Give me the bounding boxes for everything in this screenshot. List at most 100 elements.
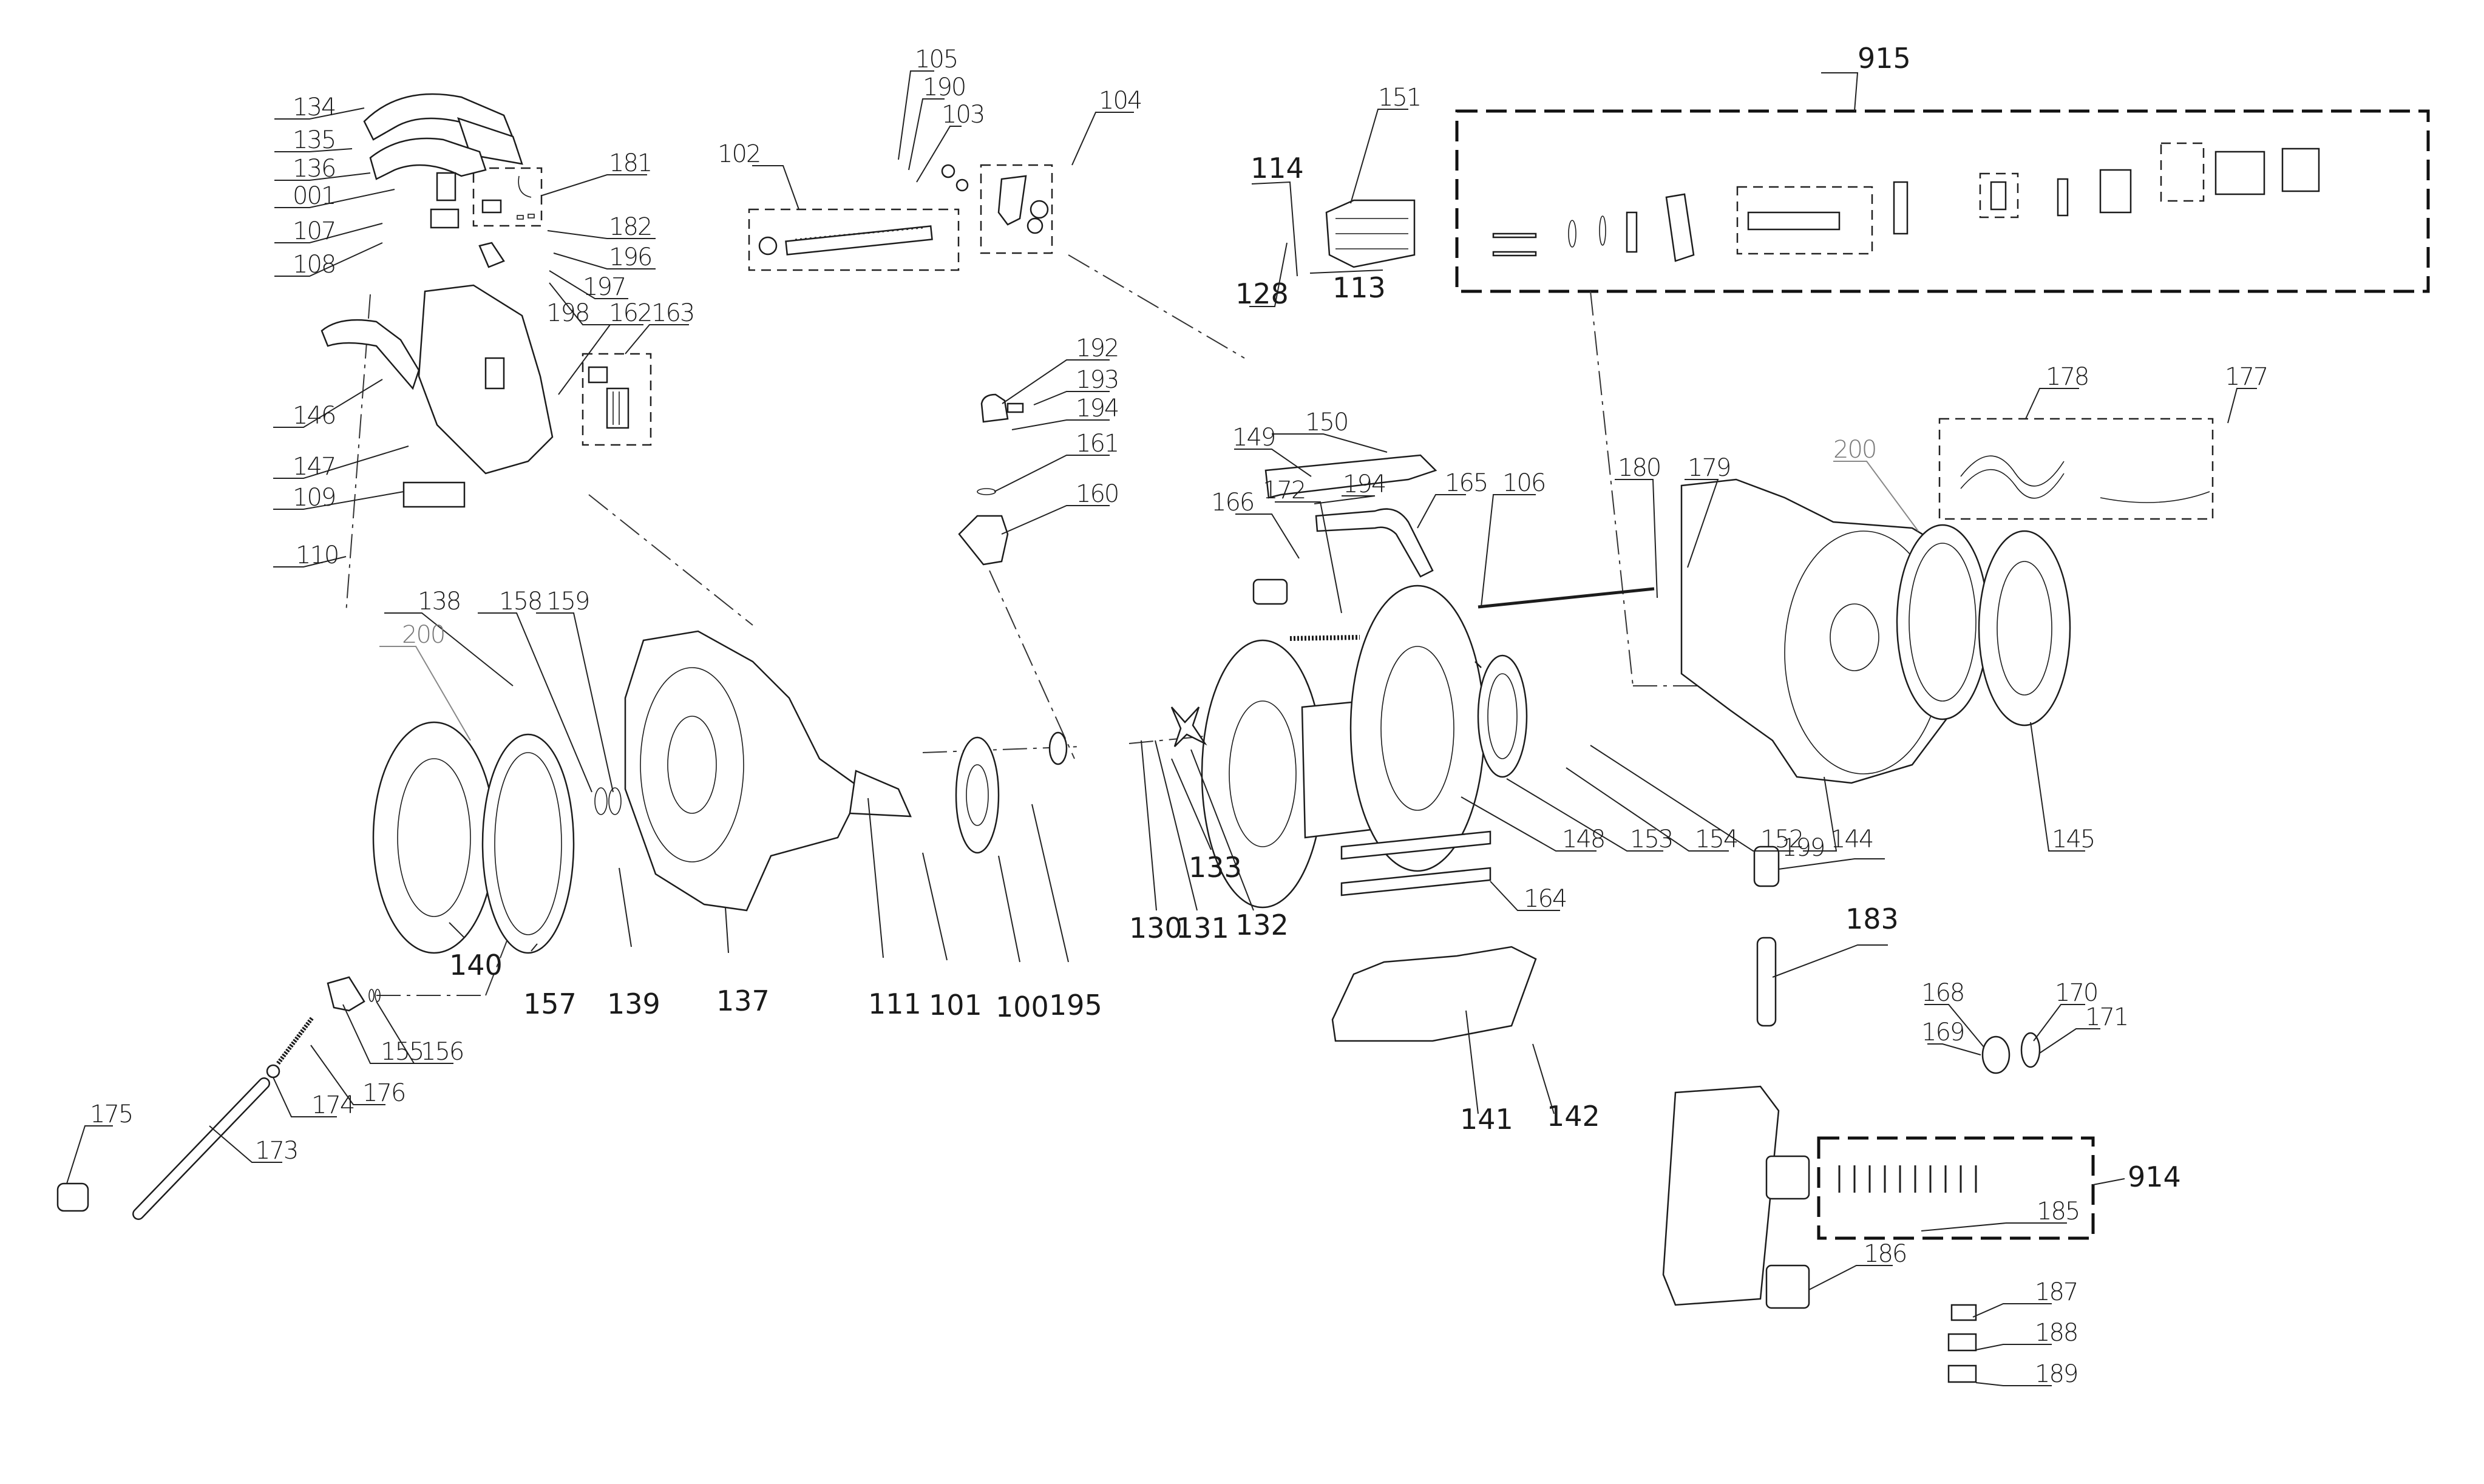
swivel-pipe-part [1315, 508, 1434, 578]
callout-152: 152 [1760, 825, 1803, 853]
callout-100: 100 [996, 991, 1049, 1023]
callout-199: 199 [1782, 834, 1824, 862]
front-cover-part [1331, 946, 1537, 1042]
callout-183: 183 [1845, 903, 1899, 935]
right-seal-ring-part [1896, 524, 1989, 720]
callout-180: 180 [1618, 454, 1660, 482]
inlet-fitting-part [958, 393, 1024, 566]
callout-182: 182 [609, 213, 651, 241]
callout-113: 113 [1332, 271, 1386, 304]
callout-194: 194 [1076, 395, 1118, 422]
callout-139: 139 [607, 988, 660, 1020]
callout-171: 171 [2085, 1003, 2128, 1031]
callout-150: 150 [1305, 408, 1348, 436]
callout-107: 107 [293, 217, 335, 245]
callout-198: 198 [546, 299, 589, 327]
wall-mount-bracket-part [1662, 1085, 1810, 1309]
callout-157: 157 [523, 988, 577, 1020]
callout-162: 162 [609, 299, 651, 327]
knob-cap-part [1981, 1035, 2011, 1074]
spring-part [1289, 635, 1360, 641]
callout-132: 132 [1235, 909, 1289, 941]
callout-186: 186 [1864, 1240, 1906, 1268]
seal-ring-part [1048, 731, 1068, 765]
ball-part [266, 1064, 280, 1079]
group-box-102 [748, 208, 960, 271]
callout-106: 106 [1502, 469, 1545, 497]
lead-screw-part [758, 225, 933, 256]
reel-flange-ring-inner [1487, 673, 1518, 759]
callout-158: 158 [499, 588, 541, 615]
callout-155: 155 [381, 1038, 423, 1066]
callout-140: 140 [449, 949, 503, 981]
callout-160: 160 [1076, 480, 1118, 508]
wiring-part-b [1960, 469, 2065, 499]
callout-161: 161 [1076, 430, 1118, 458]
rail-part-lower [1340, 867, 1491, 896]
callout-153: 153 [1630, 825, 1672, 853]
callout-149: 149 [1232, 424, 1275, 452]
callout-915: 915 [1858, 42, 1911, 75]
callout-190: 190 [923, 73, 965, 101]
callout-170: 170 [2055, 979, 2097, 1007]
callout-196: 196 [609, 243, 651, 271]
clip-part [588, 366, 629, 429]
callout-001: 001 [293, 182, 335, 210]
callout-179: 179 [1688, 454, 1730, 482]
switch-part [436, 172, 456, 202]
callout-146: 146 [293, 402, 335, 430]
callout-163: 163 [651, 299, 694, 327]
group-box-915-inner-c [2160, 142, 2205, 202]
callout-136: 136 [293, 155, 335, 183]
callout-175: 175 [90, 1100, 132, 1128]
callout-154: 154 [1695, 825, 1737, 853]
callout-168: 168 [1921, 979, 1964, 1007]
left-seal-ring-part [481, 733, 575, 954]
switch-box-part [430, 208, 460, 229]
callout-178: 178 [2046, 363, 2088, 391]
callout-176: 176 [362, 1079, 405, 1107]
hose-guide-part [997, 175, 1049, 234]
gear-motor-parts [1492, 147, 2320, 262]
callout-labels: 134 135 136 001 107 108 181 182 196 197 … [90, 42, 2269, 1388]
left-cover-detail [397, 758, 471, 917]
axle-rod-part [1478, 587, 1655, 609]
callout-104: 104 [1099, 87, 1141, 115]
left-housing-part [624, 630, 912, 912]
callout-914: 914 [2128, 1160, 2181, 1193]
callout-130: 130 [1129, 912, 1183, 944]
callout-197: 197 [583, 273, 625, 301]
callout-193: 193 [1076, 366, 1118, 394]
callout-142: 142 [1547, 1100, 1600, 1133]
handle-body-part [321, 284, 554, 475]
callout-159: 159 [546, 588, 589, 615]
group-box-915 [1455, 109, 2430, 293]
group-box-163 [582, 353, 652, 446]
wand-spring-part [276, 1015, 314, 1065]
callout-101: 101 [929, 989, 982, 1022]
callout-185: 185 [2037, 1198, 2079, 1225]
callout-114: 114 [1250, 152, 1304, 185]
group-box-915-inner-b [1979, 172, 2019, 219]
reel-drum-part [1201, 584, 1485, 909]
nozzle-connector-part [1753, 845, 1780, 887]
spray-wand-part [1756, 937, 1777, 1027]
callout-108: 108 [293, 251, 335, 279]
o-ring-part-a [368, 989, 375, 1002]
callout-187: 187 [2035, 1278, 2077, 1306]
callout-173: 173 [255, 1137, 297, 1165]
group-box-178 [1938, 418, 2214, 520]
hose-adapter-part-189 [1947, 1364, 1977, 1383]
rail-part-upper [1340, 830, 1491, 860]
callout-181: 181 [609, 149, 651, 177]
plate-part [478, 242, 505, 268]
callout-189: 189 [2035, 1360, 2077, 1388]
callout-111: 111 [868, 988, 921, 1020]
wand-tube-inner [134, 1079, 269, 1219]
callout-166: 166 [1211, 489, 1254, 517]
washer-part [608, 787, 622, 815]
callout-109: 109 [293, 484, 335, 512]
callout-200-left: 200 [402, 621, 444, 649]
anchor-screws-part [1838, 1165, 1977, 1193]
nut-part [941, 164, 955, 178]
